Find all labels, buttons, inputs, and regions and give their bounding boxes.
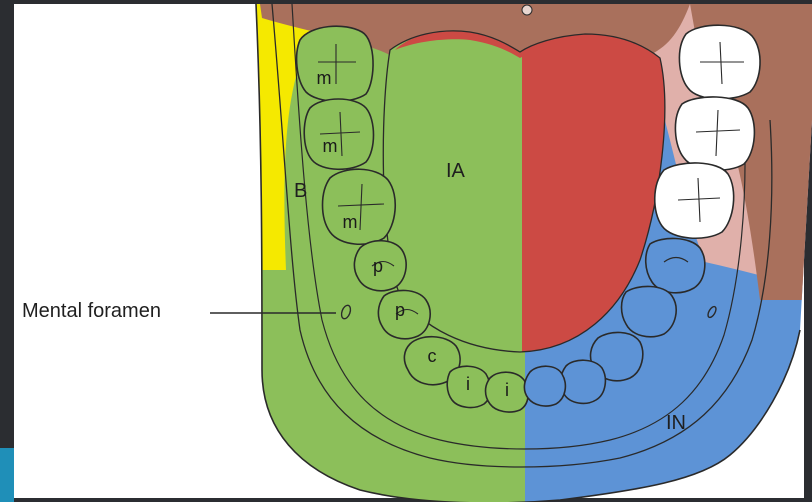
tooth-right-molar-2: [675, 97, 754, 170]
lip-frenum-dot: [522, 5, 532, 15]
buccal-region-label: B: [294, 180, 307, 203]
tooth-label: m: [312, 68, 336, 89]
tooth-right-molar-1: [655, 163, 734, 238]
incisive-label: IN: [666, 412, 686, 435]
tooth-right-premolar-1: [622, 286, 677, 336]
tooth-label: i: [495, 380, 519, 401]
tooth-label: m: [338, 212, 362, 233]
mental-foramen-label: Mental foramen: [22, 300, 161, 323]
inferior-alveolar-label: IA: [446, 160, 465, 183]
tooth-label: p: [366, 256, 390, 277]
tooth-label: c: [420, 346, 444, 367]
tooth-right-incisor-lateral: [560, 360, 605, 403]
tooth-right-premolar-2: [646, 238, 705, 292]
tooth-molar-3: [297, 26, 373, 101]
accent-bar: [0, 448, 14, 502]
tooth-label: m: [318, 136, 342, 157]
tooth-right-incisor-central: [524, 366, 565, 406]
tooth-label: p: [388, 300, 412, 321]
tooth-label: i: [456, 374, 480, 395]
tooth-molar-2: [304, 99, 373, 169]
